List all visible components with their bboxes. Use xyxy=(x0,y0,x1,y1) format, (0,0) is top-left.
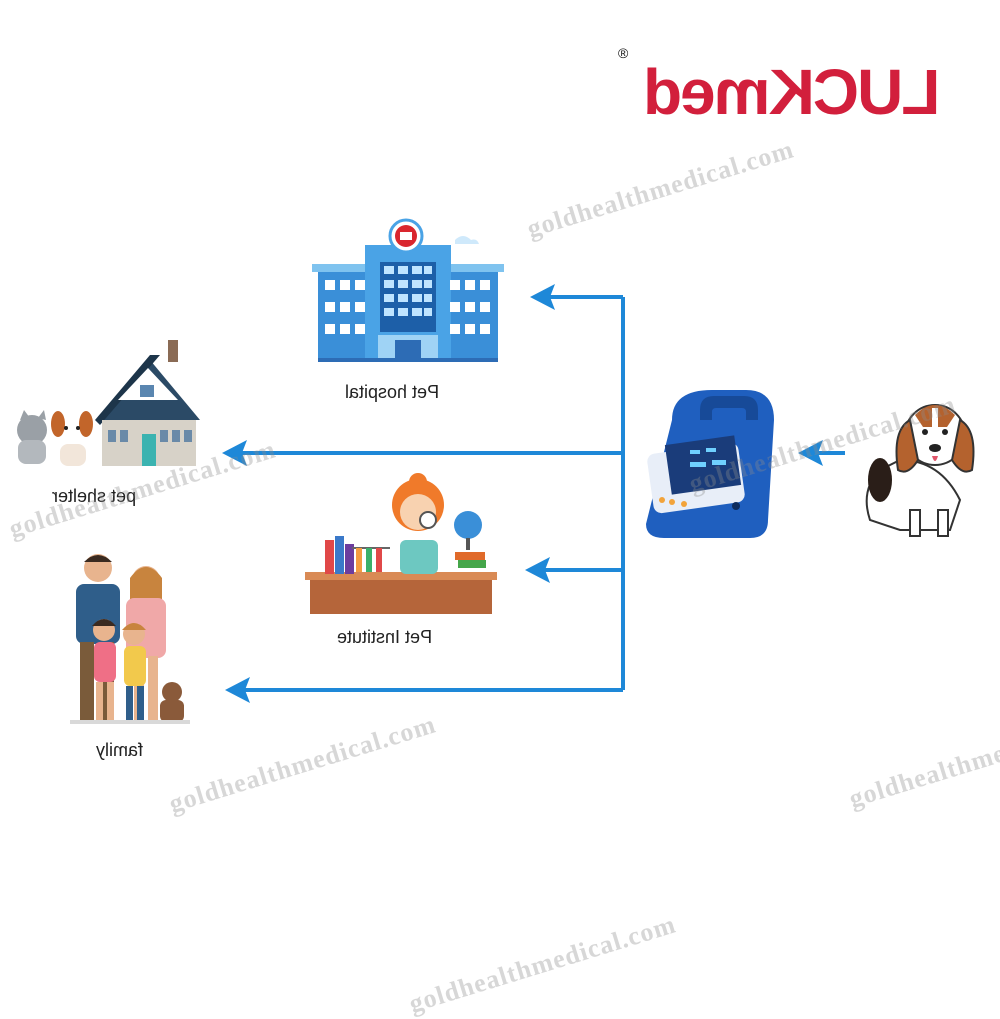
arrowhead-hospital xyxy=(530,284,555,310)
label-pet-hospital: Pet hospital xyxy=(345,382,440,402)
shelter-icon xyxy=(17,340,200,466)
beagle-dog xyxy=(865,404,975,537)
arrowhead-device xyxy=(798,440,823,466)
connector-lines xyxy=(237,295,845,692)
arrowhead-family xyxy=(225,677,250,703)
arrowhead-institute xyxy=(525,557,550,583)
label-pet-institute: Pet Institute xyxy=(337,627,433,647)
institute-icon xyxy=(305,473,497,614)
arrowhead-shelter xyxy=(222,440,247,466)
family-icon xyxy=(70,554,190,724)
monitor-device xyxy=(646,390,774,538)
hospital-icon xyxy=(312,218,504,362)
label-family: family xyxy=(96,740,144,760)
registered-mark: ® xyxy=(618,45,629,61)
arrow-heads xyxy=(222,284,823,703)
